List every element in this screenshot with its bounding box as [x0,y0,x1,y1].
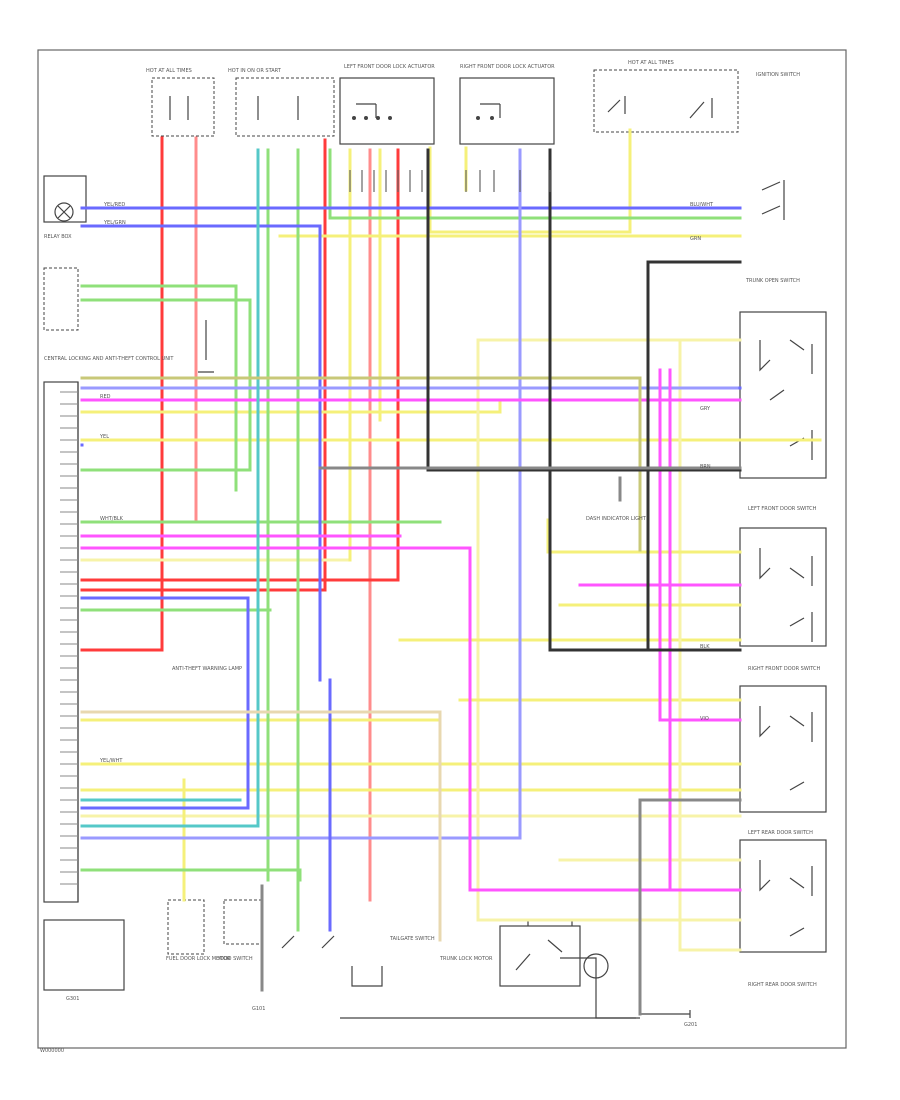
label-right-door-lock: RIGHT FRONT DOOR LOCK ACTUATOR [460,64,555,70]
wire-label-1: YEL/RED [103,202,125,208]
diagram-frame [37,49,847,1049]
wire-label-5: RED [100,394,111,400]
wire-black-2 [548,148,742,652]
label-left-rear-door: LEFT REAR DOOR SWITCH [748,830,813,836]
wire-label-11: VIO [700,716,709,722]
wire-red-1 [80,136,164,652]
wire-label-7: GRY [700,406,711,412]
bottom-components [167,899,691,1019]
label-hot-at-all-times: HOT AT ALL TIMES [628,60,674,66]
wire-blue-6 [80,148,522,840]
label-top-fuse-2: HOT IN ON OR START [228,68,282,74]
label-dash-light: DASH INDICATOR LIGHT [586,516,647,522]
wire-green-6 [328,148,742,220]
wire-red-5 [80,148,400,582]
label-right-front-door: RIGHT FRONT DOOR SWITCH [748,666,821,672]
trunk-lock-motor [499,925,581,987]
wiring-harness [80,128,822,1016]
wire-blue-2 [80,224,322,682]
label-relay-box: RELAY BOX [44,234,72,240]
left-front-door-switch [739,311,827,479]
wire-black-1 [426,148,742,472]
wire-yellow-8 [428,128,632,234]
wire-yellow-16 [546,518,742,554]
label-trunk-lock-motor: TRUNK LOCK MOTOR [439,956,493,962]
wire-gray-2 [638,798,742,1016]
hood-switch [223,899,263,945]
relay-box [43,175,87,223]
figure-label: W000000 [40,1048,64,1054]
label-ignition-switch: IGNITION SWITCH [756,72,800,78]
left-pin-stubs [60,391,78,885]
wire-cyan-1 [80,148,260,828]
fuel-door-motor [167,899,205,955]
wire-magenta-4 [658,368,742,722]
label-right-rear-door: RIGHT REAR DOOR SWITCH [748,982,817,988]
labels: HOT AT ALL TIMES HOT IN ON OR START LEFT… [40,60,821,1054]
wire-blue-5 [80,596,250,810]
wire-label-8: BRN [700,464,711,470]
wire-label-9: BLK [700,644,710,650]
label-top-fuse-1: HOT AT ALL TIMES [146,68,192,74]
hot-at-all-times-box [593,69,739,133]
label-fuel-door: FUEL DOOR LOCK MOTOR [166,956,231,962]
upper-connector [43,267,79,331]
right-rear-door-switch [739,685,827,813]
wire-yellow-1 [80,398,502,414]
right-front-door-switch [739,527,827,647]
wire-label-6: YEL [99,434,109,440]
right-switch-boxes [739,180,827,953]
wire-label-10: WHT/BLK [100,516,124,522]
fuse-box-middle [235,77,335,137]
label-ground-2: G201 [684,1022,697,1028]
label-trunk-open: TRUNK OPEN SWITCH [745,278,800,284]
top-components [151,69,739,145]
wire-yellow-11 [476,338,742,922]
wire-label-3: BLU/WHT [690,202,714,208]
label-left-front-door: LEFT FRONT DOOR SWITCH [748,506,817,512]
fuse-box-left [151,77,215,137]
wire-tan-1 [80,710,442,942]
wire-olive-1 [80,376,642,552]
label-ground-1: G101 [252,1006,265,1012]
left-rear-door-switch [739,839,827,953]
top-connector-stubs [349,170,551,192]
wire-black-3 [646,260,742,652]
wire-label-12: YEL/WHT [99,758,123,764]
left-structure [43,175,214,991]
wire-green-1 [80,298,252,472]
wire-red-3 [80,138,327,592]
label-hood-switch: HOOD SWITCH [216,956,253,962]
label-central-locking-unit: CENTRAL LOCKING AND ANTI-THEFT CONTROL U… [44,356,174,362]
bottom-left-module [43,919,125,991]
wire-yellow-14 [678,338,742,952]
label-tailgate-switch: TAILGATE SWITCH [389,936,435,942]
wire-green-2 [80,284,238,492]
label-left-door-lock: LEFT FRONT DOOR LOCK ACTUATOR [344,64,435,70]
wire-label-4: GRN [690,236,701,242]
wire-green-4 [80,868,302,882]
wire-magenta-2 [80,546,742,892]
right-door-lock-actuator [459,77,555,145]
label-warning-lamp: ANTI-THEFT WARNING LAMP [172,666,242,672]
label-ground-3: G301 [66,996,79,1002]
left-door-lock-actuator [339,77,435,145]
wire-label-2: YEL/GRN [103,220,126,226]
